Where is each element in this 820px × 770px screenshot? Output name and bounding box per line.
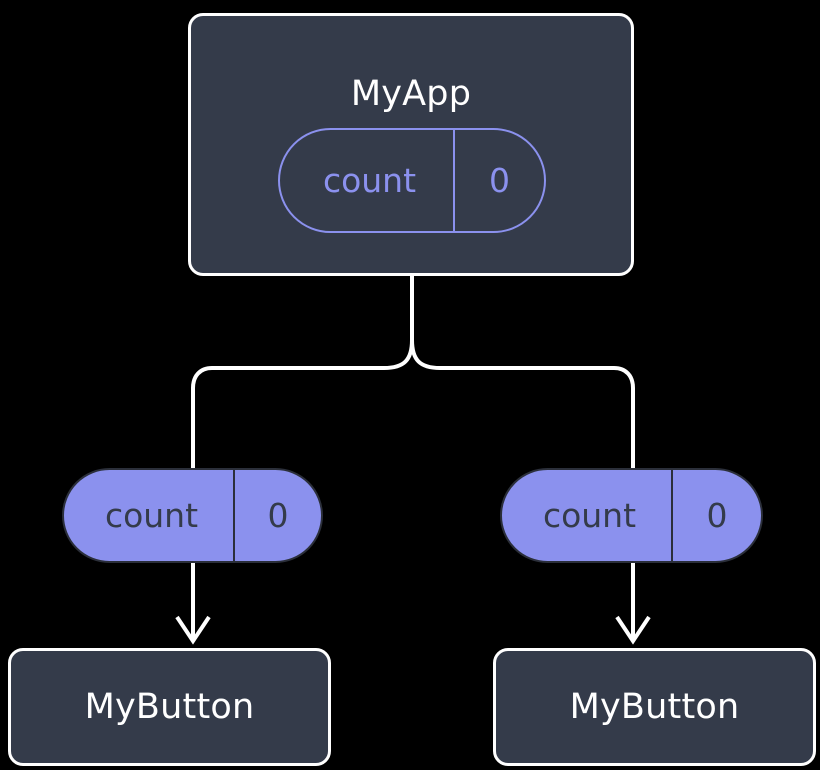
state-pill-left-value: 0	[267, 496, 289, 535]
fork-wire-left	[191, 339, 414, 470]
node-mybutton-right-label: MyButton	[569, 687, 740, 727]
state-pill-root-value: 0	[489, 161, 510, 200]
state-pill-root-key: count	[280, 130, 455, 231]
state-pill-left-key: count	[64, 470, 235, 561]
node-mybutton-right[interactable]: MyButton	[493, 648, 816, 766]
arrow-head-right	[615, 615, 651, 645]
state-pill-right[interactable]: count 0	[500, 468, 763, 563]
fork-wire-right	[410, 339, 635, 470]
state-pill-right-key: count	[502, 470, 673, 561]
state-pill-right-value: 0	[706, 496, 728, 535]
state-pill-left[interactable]: count 0	[62, 468, 323, 563]
arrow-head-left	[175, 615, 211, 645]
node-mybutton-left-label: MyButton	[84, 687, 255, 727]
state-pill-root[interactable]: count 0	[278, 128, 546, 233]
node-mybutton-left[interactable]: MyButton	[8, 648, 331, 766]
node-myapp-label: MyApp	[350, 74, 472, 114]
